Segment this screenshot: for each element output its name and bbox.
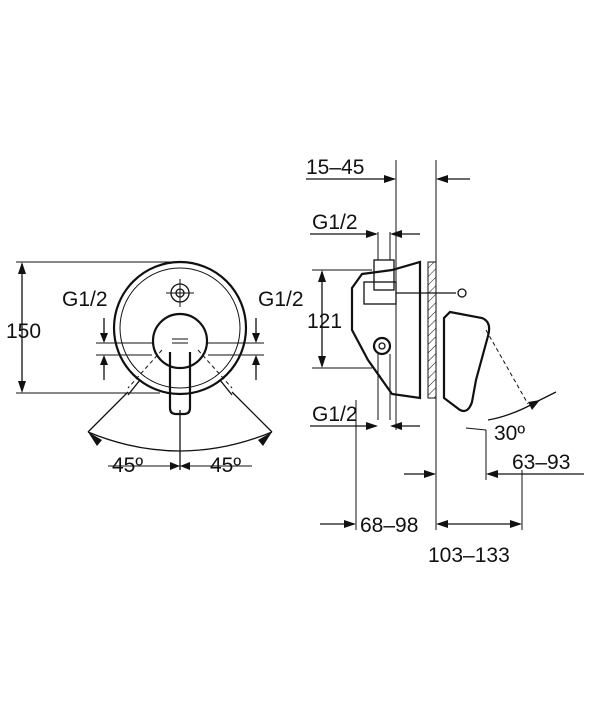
dim-63-93: 63–93 — [512, 451, 570, 474]
cartridge — [363, 281, 397, 305]
spindle-knob — [457, 288, 467, 298]
thread-label-left: G1/2 — [62, 288, 108, 311]
diverter-knob — [166, 279, 194, 307]
dim-150: 150 — [6, 320, 41, 343]
dim-15-45: 15–45 — [306, 156, 364, 179]
top-inlet — [373, 259, 395, 291]
cartridge-disk — [151, 312, 209, 370]
dim-103-133: 103–133 — [428, 544, 510, 567]
front-view — [16, 260, 273, 470]
thread-label-top: G1/2 — [312, 211, 358, 234]
side-view — [306, 160, 584, 530]
bottom-outlet — [372, 336, 392, 356]
dim-68-98: 68–98 — [360, 514, 418, 537]
branch-left — [127, 349, 163, 389]
side-lever — [442, 310, 491, 413]
dim-121: 121 — [307, 310, 342, 333]
thread-label-right: G1/2 — [258, 288, 304, 311]
thread-label-bottom: G1/2 — [312, 403, 358, 426]
lever-handle — [168, 352, 192, 416]
valve-body — [350, 260, 422, 400]
angle-label-30: 30º — [494, 422, 525, 445]
escutcheon-inner-ring — [119, 267, 241, 389]
branch-right — [197, 349, 233, 389]
wall-section — [427, 261, 437, 399]
